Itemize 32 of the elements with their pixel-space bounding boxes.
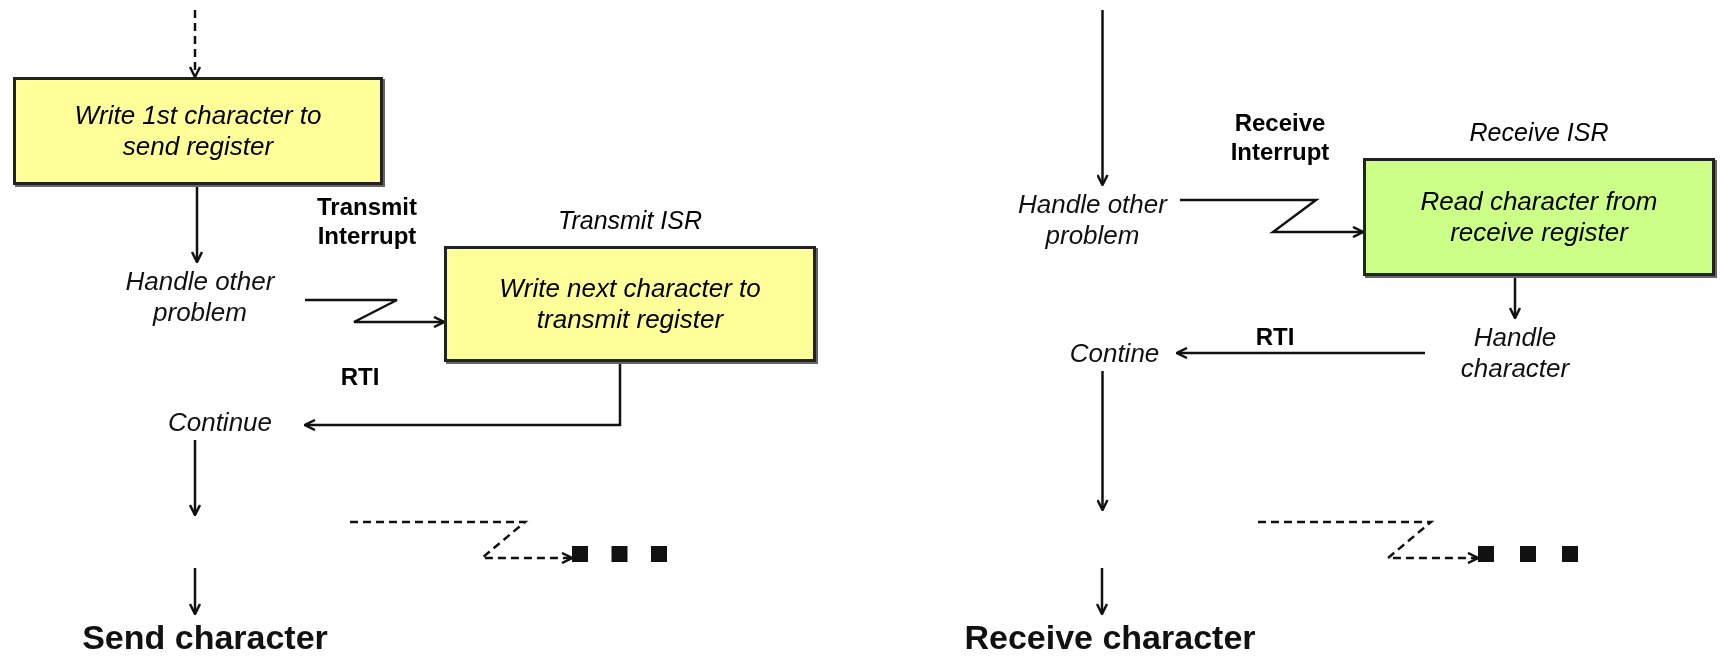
arrow (1095, 568, 1109, 616)
arrow (1096, 371, 1109, 512)
arrow (1175, 346, 1425, 360)
arrow (188, 440, 202, 517)
interrupt-arrow (350, 520, 574, 565)
process-box: Write next character to transmit register (444, 246, 816, 362)
step-label: Continue (135, 404, 305, 440)
process-box: Write 1st character to send register (13, 77, 383, 185)
arrow (1508, 276, 1522, 320)
edge-label: RTI (1254, 322, 1296, 351)
step-label: Handle other problem (1005, 185, 1180, 255)
ellipsis-marks (1478, 546, 1578, 562)
edge-label: Receive Interrupt (1229, 108, 1331, 166)
interrupt-arrow (1258, 520, 1480, 565)
step-label: Contine (1052, 335, 1177, 371)
process-box: Read character from receive register (1363, 158, 1715, 276)
arrow (303, 362, 622, 432)
routine-heading: Transmit ISR (557, 205, 703, 236)
interrupt-arrow (1180, 198, 1365, 239)
end-label: Send character (45, 614, 365, 660)
routine-heading: Receive ISR (1468, 117, 1610, 148)
arrow (190, 185, 204, 264)
arrow (1096, 10, 1109, 187)
interrupt-arrow (305, 298, 446, 329)
step-label: Handle other problem (95, 262, 305, 332)
edge-label: Transmit Interrupt (316, 192, 418, 250)
edge-label: RTI (339, 362, 381, 391)
ellipsis-marks (572, 546, 667, 562)
arrow (188, 568, 202, 616)
end-label: Receive character (930, 614, 1290, 660)
step-label: Handle character (1425, 318, 1605, 388)
arrow (188, 10, 202, 79)
